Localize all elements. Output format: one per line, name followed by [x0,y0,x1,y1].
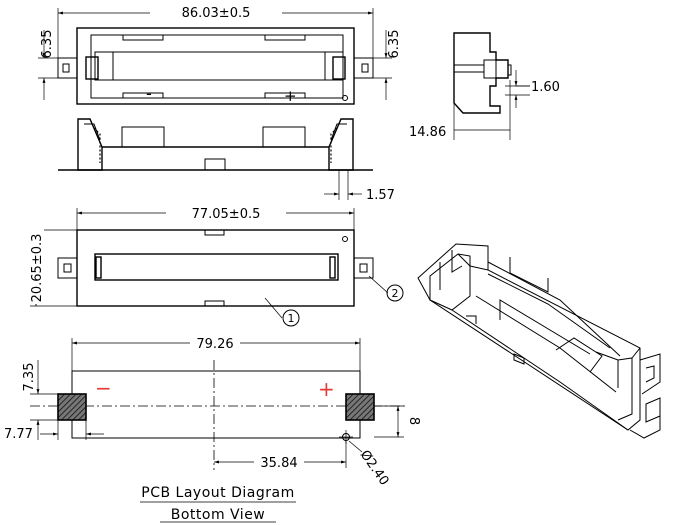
polarity-positive: + [318,377,335,401]
dim-top-length: 86.03±0.5 [182,6,251,21]
plan-view: 77.05±0.5 20.65±0.3 1 2 [28,204,404,327]
pad-positive [345,393,375,421]
caption-title: PCB Layout Diagram [141,485,294,501]
dim-pad-width: 7.77 [4,427,33,442]
dim-body-length: 77.05±0.5 [192,207,261,222]
front-elevation: 1.57 [58,118,395,203]
dim-body-width: 20.65±0.3 [30,234,45,303]
top-view: - + 86.03±0.5 6.35 6.35 [38,4,402,105]
dim-pad-spacing: 8 [406,417,421,425]
dim-pin-thickness: 1.57 [366,188,395,203]
dim-side-offset: 1.60 [531,80,560,95]
balloon-2: 2 [392,287,399,300]
side-view: 1.60 14.86 [409,32,560,140]
dim-hole-offset: 35.84 [260,456,297,471]
balloon-1: 1 [288,312,295,325]
pcb-layout: − + 79.26 7.35 7.77 8 35.84 Ø2.40 [4,335,421,488]
isometric-view [417,243,661,439]
dim-top-left-height: 6.35 [40,30,55,59]
pad-negative [57,393,87,421]
dim-pcb-pitch: 79.26 [196,337,233,352]
caption-subtitle: Bottom View [171,507,266,523]
polarity-negative: − [95,376,112,400]
dim-hole-diameter: Ø2.40 [357,448,392,489]
dim-pad-height: 7.35 [22,363,37,392]
top-plus-mark: + [284,87,297,105]
dim-top-right-height: 6.35 [387,30,402,59]
dim-side-height: 14.86 [409,125,446,140]
top-minus-mark: - [146,84,152,103]
